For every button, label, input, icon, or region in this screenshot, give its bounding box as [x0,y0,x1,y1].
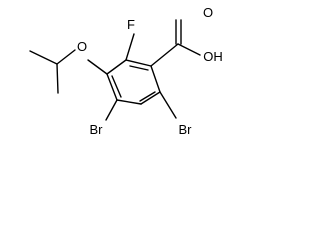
bond-ring-c1-c6 [150,65,161,93]
fluorine-label: F [127,17,135,32]
bond-ring-c4-c3-inner [111,75,122,98]
bond-c4-bromine-left [105,99,118,121]
bond-ring-c2-c1-inner [129,65,149,71]
bond-ring-c6-c5 [140,91,161,105]
bond-ring-c3-c2 [106,59,127,75]
bond-ring-c6-c5-inner [139,91,156,102]
bond-carboxyl-hydroxyl [177,43,201,56]
bond-ring-c4-c3 [106,73,118,101]
bond-c3-ether-oxygen [87,59,108,75]
bond-ring-c5-c4 [116,99,142,105]
hydroxyl-label: OH [203,49,223,64]
bromine-right-label: Br [179,122,193,137]
bond-c6-bromine-right [159,91,177,119]
bond-ether-oxygen-ch [56,49,76,65]
carbonyl-oxygen-label: O [203,5,213,20]
bond-c2-fluorine [125,33,135,61]
ether-oxygen-label: O [77,39,87,54]
bond-ch-methyl-left [29,50,58,65]
benzene-ring [106,59,161,105]
bromine-left-label: Br [90,122,104,137]
bond-ch-methyl-down [56,63,59,94]
bond-c1-carboxyl-carbon [150,43,179,67]
chemical-structure: F O O OH Br Br [29,5,223,137]
bond-ring-c2-c1 [125,59,152,67]
